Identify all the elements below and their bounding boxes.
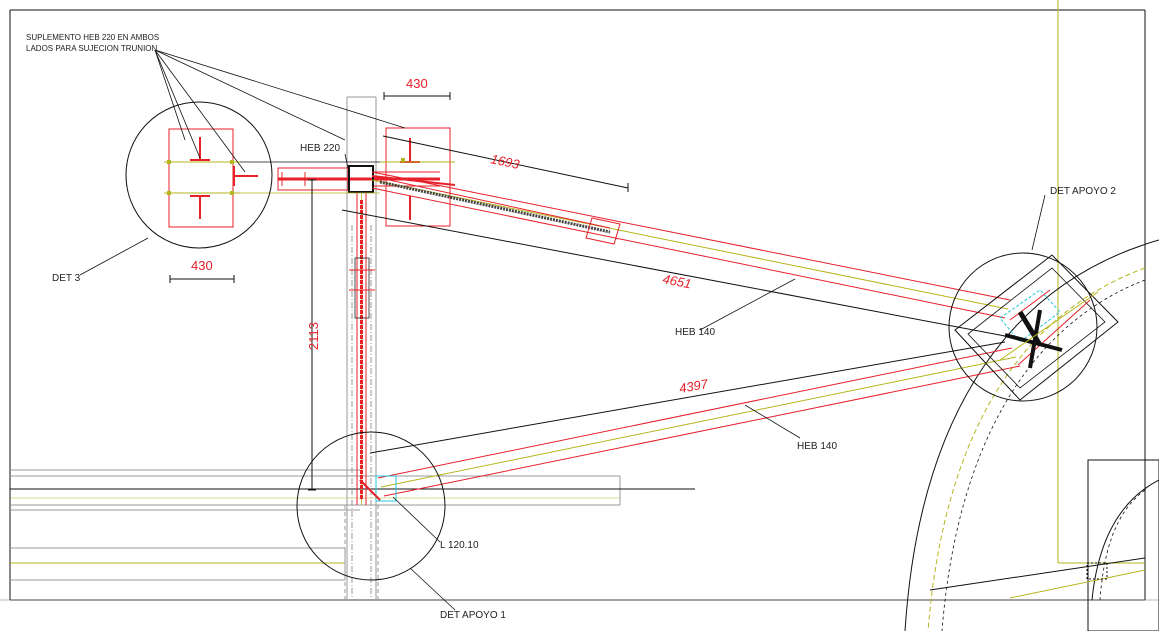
det-apoyo1-label: DET APOYO 1 <box>440 610 506 621</box>
tank-arcs <box>904 239 1159 631</box>
lower-diagonal-member <box>359 347 1021 502</box>
inset-frame <box>1087 459 1159 631</box>
dim-1693: 1693 <box>489 151 521 172</box>
dimension-text: 430 430 1693 4651 4397 2113 <box>191 76 710 396</box>
dim-4397: 4397 <box>678 376 710 396</box>
det3-label: DET 3 <box>52 273 81 284</box>
dim-2113: 2113 <box>306 322 321 350</box>
dimension-lines <box>169 92 1006 491</box>
dim-4651: 4651 <box>661 271 692 291</box>
plate-detail-top <box>380 127 455 227</box>
heb220-label: HEB 220 <box>300 143 340 154</box>
heb140-lower-label: HEB 140 <box>797 441 837 452</box>
leader-lines <box>79 49 1046 611</box>
note-line2: LADOS PARA SUJECION TRUNION <box>26 44 158 53</box>
dim-430-left: 430 <box>191 258 213 273</box>
det3-circle <box>125 101 273 249</box>
column-member <box>349 193 375 505</box>
l120-label: L 120.10 <box>440 540 479 551</box>
detail-circles <box>125 101 1098 581</box>
guide-lines <box>1057 0 1145 564</box>
support-detail-2 <box>954 254 1119 401</box>
det3-detail <box>164 128 258 228</box>
dim-430-top: 430 <box>406 76 428 91</box>
det-apoyo1-circle <box>296 431 446 581</box>
heb140-upper-label: HEB 140 <box>675 327 715 338</box>
upper-diagonal-member <box>371 171 1011 319</box>
drawing-frame <box>0 9 1159 601</box>
det-apoyo2-circle <box>948 252 1098 402</box>
det-apoyo2-label: DET APOYO 2 <box>1050 186 1116 197</box>
annotation-text: SUPLEMENTO HEB 220 EN AMBOS LADOS PARA S… <box>26 33 1116 621</box>
note-line1: SUPLEMENTO HEB 220 EN AMBOS <box>26 33 159 42</box>
